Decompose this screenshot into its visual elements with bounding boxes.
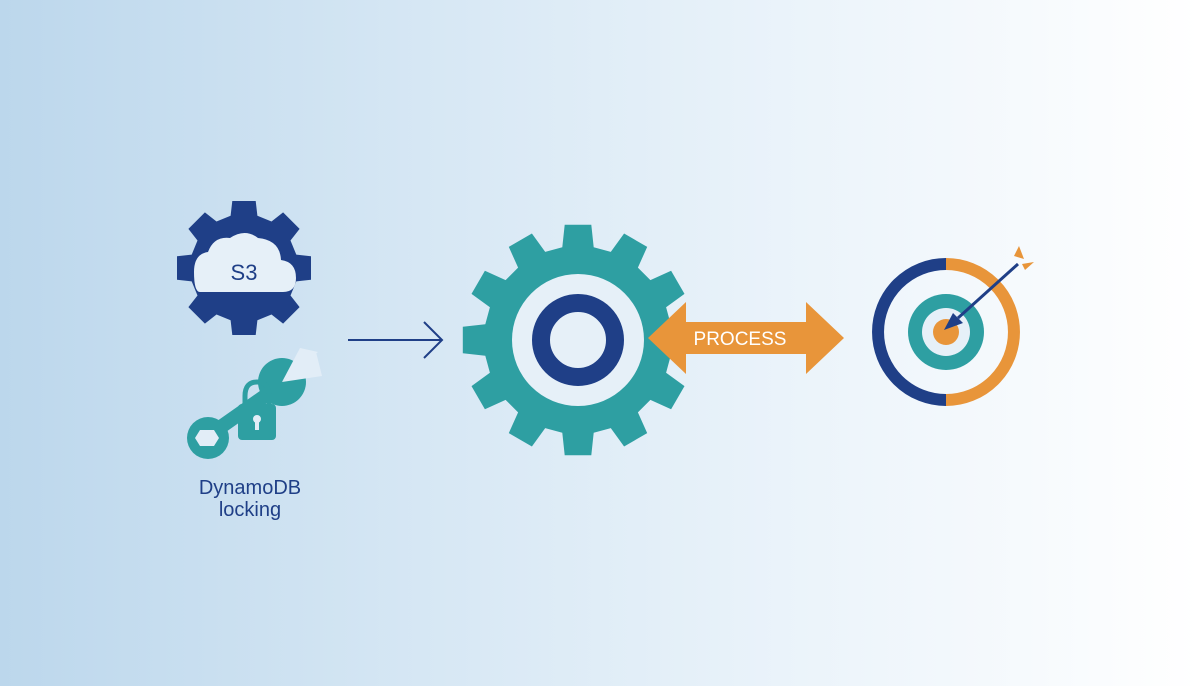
dynamodb-label-line2: locking <box>219 499 281 521</box>
gear-icon <box>462 224 694 456</box>
flow-arrow <box>348 321 444 359</box>
wrench-icon <box>187 348 322 459</box>
dynamodb-node: DynamoDB locking <box>187 348 322 521</box>
s3-label: S3 <box>231 260 258 285</box>
process-label: PROCESS <box>694 329 787 350</box>
process-node: PROCESS <box>648 302 844 374</box>
cloud-icon <box>194 233 296 292</box>
lock-icon <box>238 379 276 440</box>
engine-node <box>462 224 694 456</box>
cloud-gear-icon <box>177 201 311 335</box>
dynamodb-label-line1: DynamoDB <box>199 477 301 499</box>
dart-arrow-icon <box>944 246 1034 330</box>
goal-node <box>872 246 1034 406</box>
target-icon <box>872 258 1020 406</box>
wrench-lock-icon <box>187 348 322 459</box>
ring-icon <box>532 294 624 386</box>
s3-node: S3 <box>177 201 311 335</box>
double-arrow-icon <box>648 302 844 374</box>
